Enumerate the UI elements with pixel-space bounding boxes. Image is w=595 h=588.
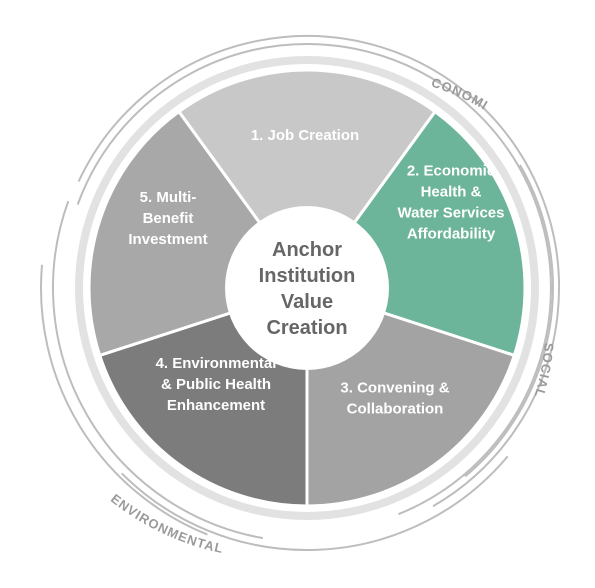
environmental-ring-inner: [52, 200, 264, 540]
segment-label-job-creation: 1. Job Creation: [251, 127, 359, 144]
social-ring-inner: [464, 164, 554, 478]
ring-label-social: SOCIAL: [531, 342, 556, 400]
segment-label-line: & Public Health: [161, 376, 271, 393]
segment-job-creation: [176, 68, 438, 291]
environmental-ring-outer: [40, 264, 208, 536]
segment-label-line: Water Services: [397, 205, 504, 222]
center-title-line: Anchor: [272, 239, 342, 261]
segment-label-line: 4. Environmental: [156, 355, 277, 372]
segment-label-line: Investment: [128, 231, 207, 248]
segment-label-line: Enhancement: [167, 397, 265, 414]
segment-label-convening: 3. Convening & Collaboration: [340, 380, 449, 418]
center-title-line: Value: [281, 291, 333, 313]
segment-label-line: 1. Job Creation: [251, 127, 359, 144]
social-ring-outer: [120, 455, 509, 551]
segment-label-line: Benefit: [143, 210, 194, 227]
center-title-line: Creation: [266, 317, 347, 339]
center-circle: [225, 206, 389, 370]
segment-label-line: 3. Convening &: [340, 380, 449, 397]
segment-label-line: Affordability: [407, 226, 496, 243]
segment-label-line: Collaboration: [347, 401, 444, 418]
segment-label-line: 5. Multi-: [140, 189, 197, 206]
economic-ring-inner: [76, 42, 552, 516]
center-title-line: Institution: [259, 265, 356, 287]
segment-label-line: 2. Economic: [407, 163, 495, 180]
economic-ring-outer: [77, 34, 561, 508]
segment-label-line: Health &: [421, 184, 482, 201]
